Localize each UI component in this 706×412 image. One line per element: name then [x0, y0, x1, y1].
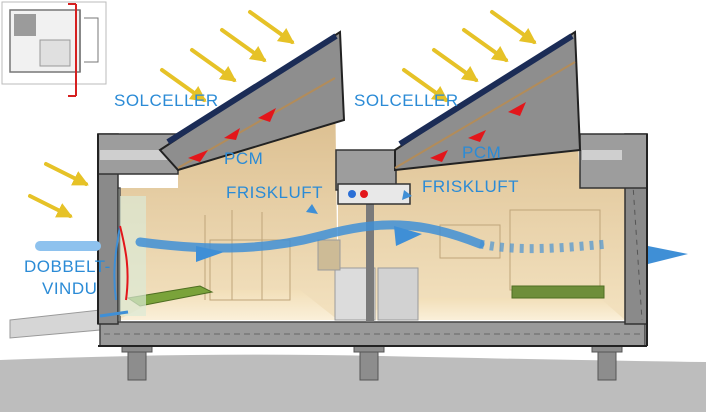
air-flow-arrow-icon	[306, 204, 318, 214]
pcm-arrow-icon	[224, 128, 240, 140]
air-flow	[35, 190, 688, 318]
sun-arrows	[28, 10, 537, 218]
pcm-label-right: PCM	[462, 143, 501, 162]
sun-arrow-icon	[190, 48, 237, 82]
sun-arrow-icon	[44, 162, 89, 186]
pcm-arrows-left	[188, 108, 276, 162]
building-outline	[97, 134, 648, 347]
friskluft-label-left: FRISKLUFT	[226, 183, 323, 202]
ground	[0, 354, 706, 412]
dobbeltvindu-label-line2: VINDU	[42, 279, 97, 298]
sun-arrow-icon	[402, 68, 449, 102]
air-flow-arrow-icon	[648, 246, 688, 264]
center-column	[366, 200, 374, 322]
flat-roof-right	[579, 133, 648, 189]
air-flow-arrow-icon	[113, 225, 121, 301]
air-flow-arrow-icon	[99, 310, 129, 318]
air-flow-arrow-icon	[394, 226, 422, 246]
pcm-arrow-icon	[508, 102, 526, 116]
air-flow-arrow-icon	[402, 190, 412, 200]
pcm-arrow-icon	[468, 130, 486, 142]
air-flow-arrow-icon	[119, 225, 129, 301]
sun-arrow-icon	[490, 10, 537, 44]
sun-arrow-icon	[432, 48, 479, 82]
solceller-label-left: SOLCELLER	[114, 91, 219, 110]
floor-plan-icon	[1, 1, 107, 97]
ventilation-duct	[337, 183, 411, 205]
roof-insulation-right	[582, 150, 622, 160]
sun-arrow-icon	[462, 28, 509, 62]
pcm-arrows-right	[430, 102, 526, 162]
friskluft-label-right: FRISKLUFT	[422, 177, 519, 196]
sun-arrow-icon	[220, 28, 267, 62]
ceiling-right	[394, 61, 576, 169]
floor-slab	[99, 321, 646, 347]
solar-panels-right	[398, 33, 574, 147]
solar-panels-left	[166, 33, 338, 145]
pcm-arrow-icon	[258, 108, 276, 122]
pcm-arrow-icon	[430, 150, 448, 162]
deck	[9, 309, 101, 339]
air-flow-arrow-icon	[479, 239, 609, 254]
roof-insulation-left	[100, 150, 176, 160]
duct-blue	[348, 190, 356, 198]
pcm-label-left: PCM	[224, 149, 263, 168]
solceller-label-right: SOLCELLER	[354, 91, 459, 110]
bench-right	[511, 285, 605, 299]
foundation-posts	[121, 345, 623, 381]
sun-arrow-icon	[248, 10, 295, 44]
double-window-inner	[120, 196, 146, 316]
pcm-arrow-icon	[188, 150, 208, 162]
sun-arrow-icon	[28, 194, 73, 218]
air-flow-arrow-icon	[135, 220, 485, 253]
dobbeltvindu-label-line1: DOBBELT-	[24, 257, 111, 276]
duct-red	[360, 190, 368, 198]
sun-arrow-icon	[160, 68, 207, 102]
air-flow-arrow-icon	[196, 246, 224, 262]
